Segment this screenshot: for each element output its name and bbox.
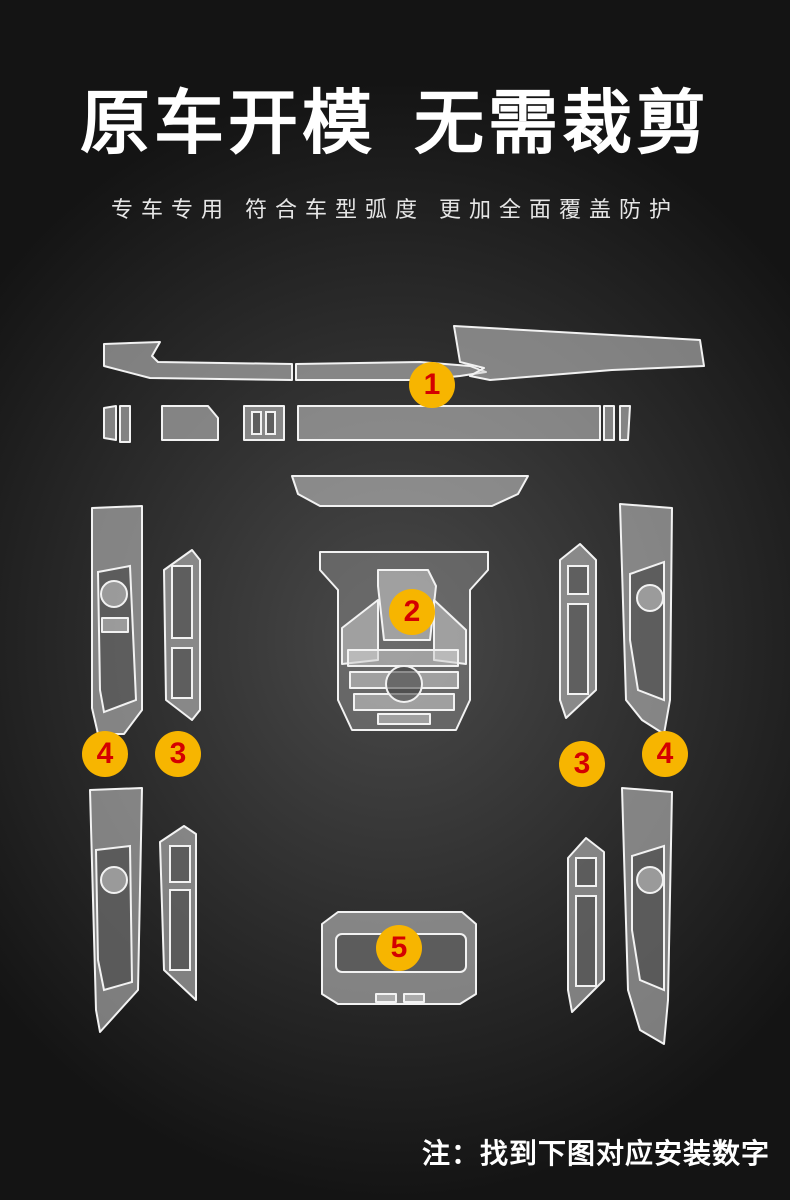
part-3-left-lower-switch-panel xyxy=(159,825,197,1001)
console-right-wing xyxy=(433,599,467,665)
vent-small-right xyxy=(603,405,615,441)
badge-part-4-left: 4 xyxy=(82,731,128,777)
dash-strip-middle xyxy=(295,361,487,381)
console-knob xyxy=(385,665,423,703)
subtitle-phrase-3: 更加全面覆盖防护 xyxy=(439,198,680,223)
install-note: 注：找到下图对应安装数字 xyxy=(421,1137,770,1170)
subtitle-phrase-1: 专车专用 xyxy=(110,198,231,223)
vent-small-right-2 xyxy=(619,405,631,441)
vent-slot-2 xyxy=(265,411,276,435)
switch-right-lower-slot-1 xyxy=(575,857,597,887)
page-subtitle: 专车专用符合车型弧度更加全面覆盖防护 xyxy=(0,195,790,227)
dash-long-strip xyxy=(297,405,601,441)
part-3-left-upper-switch-panel xyxy=(163,549,201,721)
rear-port-1 xyxy=(375,993,397,1003)
vent-small-left xyxy=(103,405,117,441)
door-panel-left-upper-round xyxy=(100,580,128,608)
part-3-right-upper-switch-panel xyxy=(559,543,597,719)
rear-port-2 xyxy=(403,993,425,1003)
console-upper-strip xyxy=(291,475,529,507)
switch-right-upper-slot-1 xyxy=(567,565,589,595)
part-2-center-console-film xyxy=(291,475,529,731)
switch-left-upper-slot-2 xyxy=(171,647,193,699)
door-panel-left-lower-round xyxy=(100,866,128,894)
switch-left-lower-slot-1 xyxy=(169,845,191,883)
subtitle-phrase-2: 符合车型弧度 xyxy=(244,198,425,223)
badge-part-1: 1 xyxy=(409,362,455,408)
page-title: 原车开模无需裁剪 xyxy=(0,78,790,168)
badge-part-3-left: 3 xyxy=(155,731,201,777)
badge-part-2: 2 xyxy=(389,589,435,635)
part-3-right-lower-switch-panel xyxy=(567,837,605,1013)
part-1-dashboard-films xyxy=(103,325,705,443)
title-part-1: 原车开模 xyxy=(80,82,376,164)
console-bottom-tab xyxy=(377,713,431,725)
vent-small-left-2 xyxy=(119,405,131,443)
dash-strip-left xyxy=(103,341,293,381)
switch-left-upper-slot-1 xyxy=(171,565,193,639)
door-panel-left-upper-switch xyxy=(101,617,129,633)
vent-block-left xyxy=(161,405,219,441)
badge-part-3-right: 3 xyxy=(559,741,605,787)
dash-strip-right xyxy=(453,325,705,381)
part-4-right-lower-door-panel xyxy=(621,787,673,1045)
door-panel-right-upper-round xyxy=(636,584,664,612)
badge-part-5: 5 xyxy=(376,925,422,971)
switch-right-lower-slot-2 xyxy=(575,895,597,987)
switch-right-upper-slot-2 xyxy=(567,603,589,695)
title-part-2: 无需裁剪 xyxy=(414,82,710,164)
vent-slot-1 xyxy=(251,411,262,435)
vent-block-center xyxy=(243,405,285,441)
part-4-right-upper-door-panel xyxy=(619,503,673,735)
badge-part-4-right: 4 xyxy=(642,731,688,777)
part-4-left-lower-door-panel xyxy=(89,787,143,1033)
part-4-left-upper-door-panel xyxy=(91,505,143,735)
switch-left-lower-slot-2 xyxy=(169,889,191,971)
door-panel-right-lower-round xyxy=(636,866,664,894)
console-btn-row-1 xyxy=(347,649,459,667)
